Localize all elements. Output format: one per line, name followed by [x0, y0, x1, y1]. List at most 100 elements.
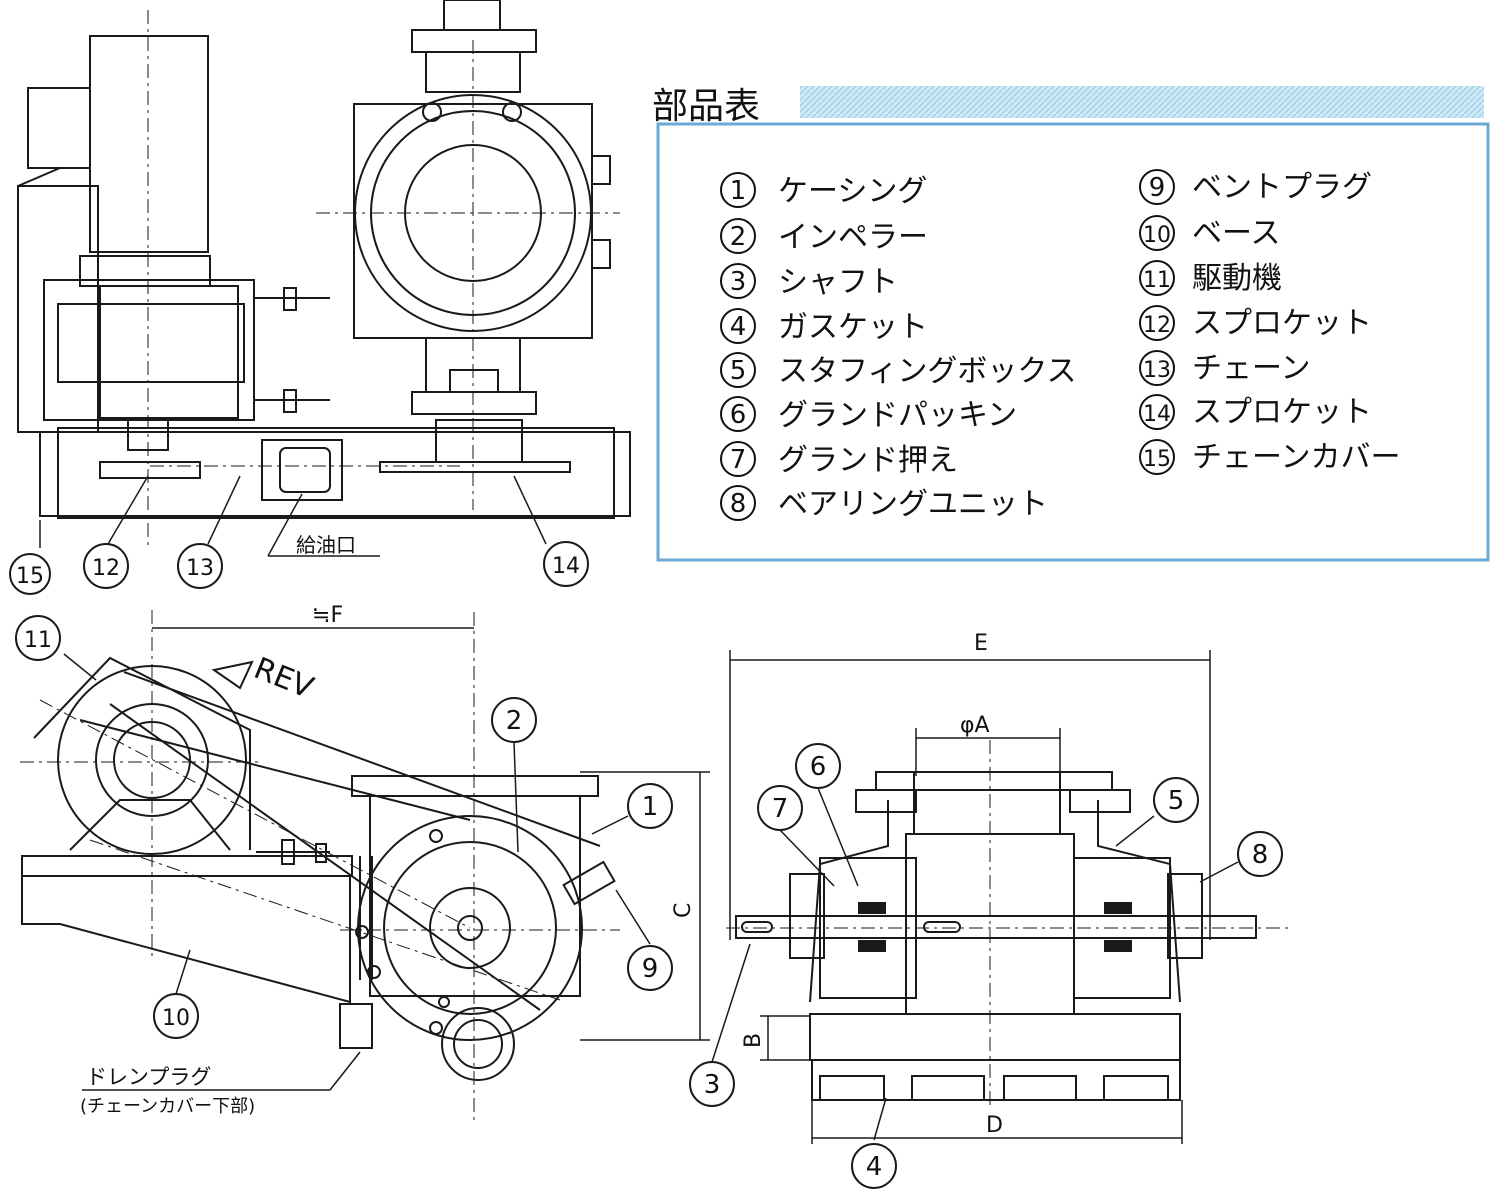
svg-text:シャフト: シャフト — [778, 265, 898, 300]
drain-plug-label: ドレンプラグ — [86, 1065, 211, 1089]
svg-text:スタフィングボックス: スタフィングボックス — [778, 354, 1077, 389]
callout-2: 2 — [491, 697, 537, 743]
svg-text:グランド押え: グランド押え — [778, 443, 958, 478]
dim-d-label: D — [986, 1113, 1003, 1138]
svg-text:ベアリングユニット: ベアリングユニット — [778, 487, 1048, 522]
parts-table-title: 部品表 — [652, 86, 760, 127]
callout-5: 5 — [1153, 777, 1199, 823]
parts-item-11: 11 駆動機 — [1139, 260, 1282, 296]
svg-text:5: 5 — [1168, 786, 1185, 816]
svg-text:9: 9 — [642, 954, 659, 984]
parts-item-6: 6 グランドパッキン — [720, 396, 1017, 433]
svg-text:チェーン: チェーン — [1192, 351, 1311, 386]
parts-table-title-bar — [800, 86, 1484, 118]
svg-text:13: 13 — [1143, 358, 1171, 383]
svg-text:2: 2 — [730, 222, 747, 252]
svg-text:8: 8 — [1252, 840, 1269, 870]
parts-item-1: 1 ケーシング — [720, 172, 927, 209]
callout-8: 8 — [1237, 831, 1283, 877]
parts-item-2: 2 インペラー — [720, 218, 928, 255]
rotation-direction: REV — [211, 651, 318, 706]
svg-text:7: 7 — [730, 445, 747, 475]
svg-text:6: 6 — [730, 400, 747, 430]
svg-text:インペラー: インペラー — [778, 220, 928, 255]
callout-11: 11 — [15, 615, 61, 661]
svg-text:ベントプラグ: ベントプラグ — [1192, 170, 1372, 205]
svg-text:ガスケット: ガスケット — [778, 310, 928, 345]
svg-text:8: 8 — [730, 489, 747, 519]
parts-item-8: 8 ベアリングユニット — [720, 485, 1048, 522]
callout-3: 3 — [689, 1061, 735, 1107]
drain-plug-annotation: ドレンプラグ (チェーンカバー下部) — [80, 1051, 361, 1117]
svg-text:ケーシング: ケーシング — [778, 174, 927, 209]
parts-item-14: 14 スプロケット — [1139, 394, 1372, 430]
callout-12: 12 — [83, 543, 129, 589]
callout-13: 13 — [177, 543, 223, 589]
svg-text:ベース: ベース — [1192, 216, 1281, 251]
parts-item-9: 9 ベントプラグ — [1139, 169, 1372, 205]
svg-text:15: 15 — [1143, 447, 1171, 472]
svg-text:スプロケット: スプロケット — [1192, 395, 1372, 430]
parts-item-7: 7 グランド押え — [720, 441, 958, 478]
front-view-drawing — [735, 771, 1257, 1101]
svg-text:10: 10 — [162, 1006, 190, 1031]
parts-item-3: 3 シャフト — [720, 263, 898, 300]
svg-text:グランドパッキン: グランドパッキン — [778, 398, 1017, 433]
svg-text:14: 14 — [1143, 402, 1171, 427]
svg-text:3: 3 — [704, 1070, 721, 1100]
parts-item-4: 4 ガスケット — [720, 308, 928, 345]
dim-e-label: E — [974, 631, 988, 656]
callout-6: 6 — [795, 743, 841, 789]
top-view-centerlines — [147, 10, 620, 550]
dim-f-label: ≒F — [312, 603, 343, 628]
side-view-chain-lines — [79, 671, 601, 1011]
parts-item-5: 5 スタフィングボックス — [720, 352, 1077, 389]
oil-port-annotation: 給油口 — [267, 493, 380, 557]
parts-item-15: 15 チェーンカバー — [1139, 439, 1401, 475]
svg-text:3: 3 — [730, 267, 747, 297]
dimension-lines — [152, 627, 1211, 1144]
svg-text:9: 9 — [1149, 173, 1166, 203]
svg-text:1: 1 — [642, 792, 659, 822]
svg-text:11: 11 — [1143, 268, 1171, 293]
svg-text:2: 2 — [506, 706, 523, 736]
drain-plug-note: (チェーンカバー下部) — [80, 1096, 255, 1117]
svg-text:6: 6 — [810, 752, 827, 782]
svg-text:4: 4 — [730, 312, 747, 342]
dim-b-label: B — [741, 1033, 766, 1048]
parts-item-13: 13 チェーン — [1139, 350, 1311, 386]
parts-item-12: 12 スプロケット — [1139, 305, 1372, 341]
callout-14: 14 — [543, 541, 589, 587]
svg-text:チェーンカバー: チェーンカバー — [1192, 440, 1401, 475]
oil-port-label: 給油口 — [296, 533, 356, 557]
top-view-drawing — [17, 0, 631, 519]
front-view-packing — [858, 902, 1132, 952]
callout-10: 10 — [153, 993, 199, 1039]
rotation-label: REV — [249, 651, 318, 706]
svg-text:14: 14 — [552, 554, 580, 579]
dimension-labels: ≒F E φA C B D — [312, 603, 1003, 1138]
svg-text:スプロケット: スプロケット — [1192, 306, 1372, 341]
dim-a-label: φA — [960, 713, 990, 738]
svg-text:1: 1 — [730, 176, 747, 206]
callout-lines — [39, 475, 1239, 1141]
parts-table: 部品表 1 ケーシング 2 インペラー 3 シャフト 4 ガスケット 5 スタフ… — [652, 86, 1490, 562]
parts-item-10: 10 ベース — [1139, 215, 1281, 251]
svg-text:11: 11 — [24, 628, 52, 653]
svg-text:12: 12 — [1143, 313, 1171, 338]
svg-text:駆動機: 駆動機 — [1192, 261, 1282, 296]
svg-text:15: 15 — [16, 564, 44, 589]
dim-c-label: C — [671, 903, 696, 918]
callout-15: 15 — [9, 553, 51, 595]
side-view-centerlines — [20, 610, 620, 1120]
svg-text:13: 13 — [186, 556, 214, 581]
callout-9: 9 — [627, 945, 673, 991]
svg-text:4: 4 — [866, 1152, 883, 1182]
svg-text:7: 7 — [772, 794, 789, 824]
svg-text:12: 12 — [92, 556, 120, 581]
callout-4: 4 — [851, 1143, 897, 1189]
callout-7: 7 — [757, 785, 803, 831]
callout-1: 1 — [627, 783, 673, 829]
front-view-centerlines — [726, 740, 1290, 1110]
